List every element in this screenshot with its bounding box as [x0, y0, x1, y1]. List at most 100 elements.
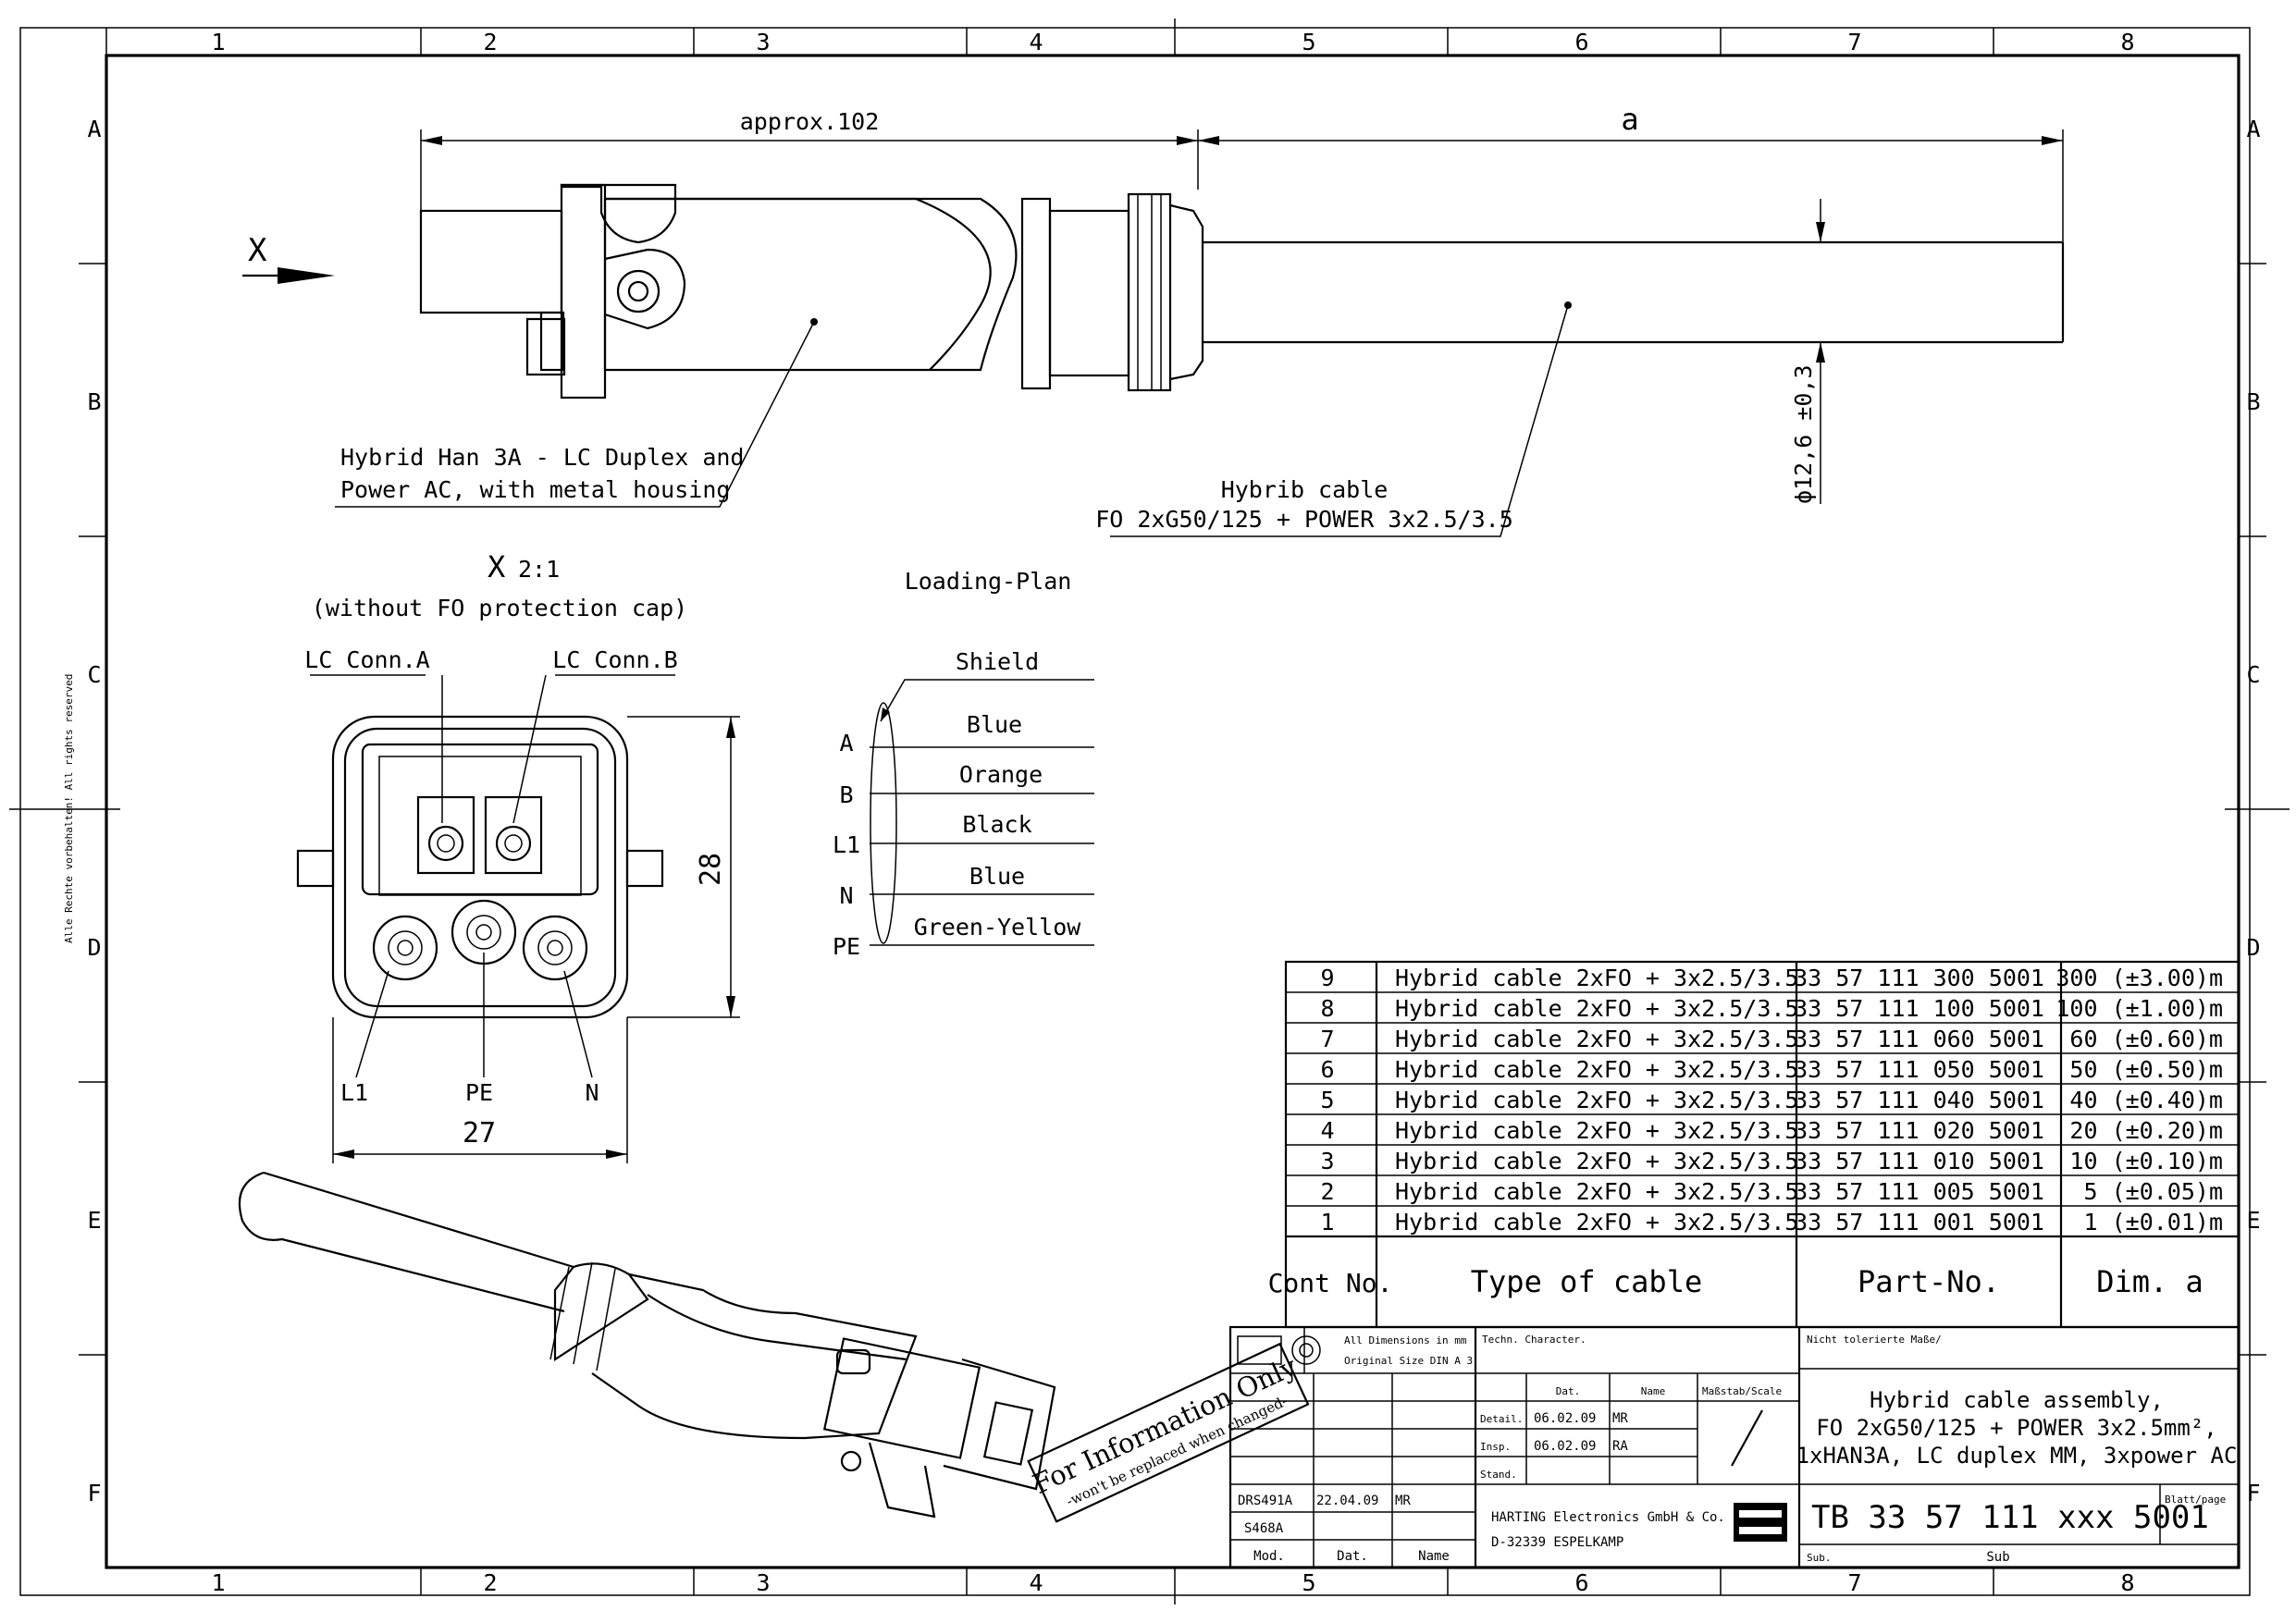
- row-1-part: 33 57 111 001 5001: [1794, 1209, 2044, 1236]
- row-9-no: 9: [1320, 965, 1334, 991]
- stamp-line-1: For Information Only: [1028, 1350, 1302, 1500]
- title-line-3: 1xHAN3A, LC duplex MM, 3xpower AC: [1796, 1443, 2238, 1469]
- col-label-bottom-1: 1: [211, 1569, 225, 1596]
- row-label-right-d: D: [2246, 934, 2260, 961]
- row-8-dim: 100 (±1.00)m: [2055, 995, 2223, 1022]
- col-label-bottom-2: 2: [483, 1569, 497, 1596]
- row-7-part: 33 57 111 060 5001: [1794, 1026, 2044, 1052]
- row-8-no: 8: [1320, 995, 1334, 1022]
- row-5-dim: 40 (±0.40)m: [2069, 1087, 2223, 1113]
- row-4-type: Hybrid cable 2xFO + 3x2.5/3.5: [1395, 1117, 1799, 1144]
- col-label-bottom-4: 4: [1029, 1569, 1043, 1596]
- rev-2-mod: S468A: [1244, 1521, 1284, 1536]
- company-line-1: HARTING Electronics GmbH & Co. KG: [1491, 1510, 1748, 1525]
- row-5-no: 5: [1320, 1087, 1334, 1113]
- row-label-left-f: F: [87, 1480, 101, 1506]
- header-type: Type of cable: [1471, 1264, 1702, 1299]
- loading-pin-n: N: [839, 882, 853, 909]
- detail-date: 06.02.09: [1534, 1411, 1596, 1426]
- insp-date: 06.02.09: [1534, 1439, 1596, 1454]
- header-cont-no: Cont No.: [1268, 1268, 1393, 1298]
- top-view: X approx.102 a: [242, 102, 2065, 537]
- iso-connector-sketch: [238, 1171, 1056, 1518]
- col-label-bottom-3: 3: [756, 1569, 770, 1596]
- row-7-type: Hybrid cable 2xFO + 3x2.5/3.5: [1395, 1026, 1799, 1052]
- row-9-dim: 300 (±3.00)m: [2055, 965, 2223, 991]
- row-8-type: Hybrid cable 2xFO + 3x2.5/3.5: [1395, 995, 1799, 1022]
- row-3-no: 3: [1320, 1148, 1334, 1174]
- header-name: Name: [1418, 1549, 1450, 1564]
- stand-label: Stand.: [1480, 1469, 1517, 1481]
- col-label-bottom-7: 7: [1847, 1569, 1861, 1596]
- cable-label-line-1: Hybrib cable: [1221, 476, 1389, 503]
- nicht-toleriert: Nicht tolerierte Maße/: [1807, 1334, 1942, 1346]
- row-7-no: 7: [1320, 1026, 1334, 1052]
- loading-color-b: Orange: [959, 761, 1043, 788]
- row-9-type: Hybrid cable 2xFO + 3x2.5/3.5: [1395, 965, 1799, 991]
- col-label-top-1: 1: [211, 29, 225, 55]
- shield-label: Shield: [956, 648, 1039, 675]
- loading-color-a: Blue: [967, 711, 1022, 738]
- row-label-left-a: A: [87, 116, 101, 142]
- row-5-type: Hybrid cable 2xFO + 3x2.5/3.5: [1395, 1087, 1799, 1113]
- row-6-type: Hybrid cable 2xFO + 3x2.5/3.5: [1395, 1056, 1799, 1083]
- row-3-type: Hybrid cable 2xFO + 3x2.5/3.5: [1395, 1148, 1799, 1174]
- dim-approx-102: approx.102: [740, 108, 880, 135]
- header-dat: Dat.: [1337, 1549, 1368, 1564]
- loading-pin-l1: L1: [833, 831, 860, 858]
- row-label-right-e: E: [2246, 1207, 2260, 1234]
- row-8-part: 33 57 111 100 5001: [1794, 995, 2044, 1022]
- row-4-dim: 20 (±0.20)m: [2069, 1117, 2223, 1144]
- loading-plan-title: Loading-Plan: [905, 568, 1072, 595]
- detail-label: Detail.: [1480, 1413, 1523, 1425]
- col-label-top-5: 5: [1302, 29, 1315, 55]
- header-part-no: Part-No.: [1858, 1264, 2000, 1299]
- row-label-right-c: C: [2246, 661, 2260, 688]
- header-mod: Mod.: [1253, 1549, 1285, 1564]
- row-4-part: 33 57 111 020 5001: [1794, 1117, 2044, 1144]
- col-label-bottom-5: 5: [1302, 1569, 1315, 1596]
- loading-pin-b: B: [839, 781, 853, 808]
- col-label-bottom-8: 8: [2120, 1569, 2134, 1596]
- rights-note: Alle Rechte vorbehalten! All rights rese…: [63, 674, 75, 943]
- row-2-dim: 5 (±0.05)m: [2083, 1178, 2223, 1205]
- loading-pin-a: A: [839, 730, 853, 756]
- row-6-part: 33 57 111 050 5001: [1794, 1056, 2044, 1083]
- col-label-top-4: 4: [1029, 29, 1043, 55]
- connector-label-line-1: Hybrid Han 3A - LC Duplex and: [340, 444, 745, 471]
- row-label-right-b: B: [2246, 388, 2260, 415]
- blatt-page: Blatt/page: [2165, 1494, 2226, 1506]
- cable-label-line-2: FO 2xG50/125 + POWER 3x2.5/3.5: [1095, 506, 1513, 533]
- row-1-dim: 1 (±0.01)m: [2083, 1209, 2223, 1236]
- grid-labels: 1 2 3 4 5 6 7 8 1 2 3 4 5 6 7 8 A B C D …: [87, 29, 2260, 1596]
- loading-color-l1: Black: [962, 811, 1031, 838]
- row-6-dim: 50 (±0.50)m: [2069, 1056, 2223, 1083]
- dimensions-note-2: Original Size DIN A 3: [1344, 1355, 1473, 1367]
- loading-color-pe: Green-Yellow: [914, 914, 1082, 941]
- row-label-left-e: E: [87, 1207, 101, 1234]
- row-label-left-c: C: [87, 661, 101, 688]
- dimensions-note-1: All Dimensions in mm: [1344, 1334, 1467, 1346]
- row-4-no: 4: [1320, 1117, 1334, 1144]
- dim-a: a: [1621, 102, 1638, 137]
- row-2-type: Hybrid cable 2xFO + 3x2.5/3.5: [1395, 1178, 1799, 1205]
- title-block: All Dimensions in mm Original Size DIN A…: [1228, 1325, 2240, 1569]
- loading-color-n: Blue: [969, 863, 1025, 890]
- rev-1-name: MR: [1395, 1494, 1411, 1508]
- row-3-part: 33 57 111 010 5001: [1794, 1148, 2044, 1174]
- pin-l1-label: L1: [340, 1079, 368, 1106]
- dim-diameter: ϕ12,6 ±0,3: [1790, 364, 1817, 504]
- row-7-dim: 60 (±0.60)m: [2069, 1026, 2223, 1052]
- front-view: X 2:1 (without FO protection cap) LC Con…: [296, 549, 740, 1163]
- title-line-2: FO 2xG50/125 + POWER 3x2.5mm²,: [1816, 1415, 2216, 1441]
- front-view-subtitle: (without FO protection cap): [312, 595, 687, 621]
- row-label-right-a: A: [2246, 116, 2260, 142]
- insp-name: RA: [1612, 1439, 1628, 1454]
- title-line-1: Hybrid cable assembly,: [1870, 1387, 2164, 1413]
- dim-width-27: 27: [463, 1117, 496, 1150]
- techn-character: Techn. Character.: [1482, 1334, 1586, 1346]
- row-label-right-f: F: [2246, 1480, 2260, 1506]
- row-1-type: Hybrid cable 2xFO + 3x2.5/3.5: [1395, 1209, 1799, 1236]
- parts-table-row-lines: [1286, 991, 2239, 1238]
